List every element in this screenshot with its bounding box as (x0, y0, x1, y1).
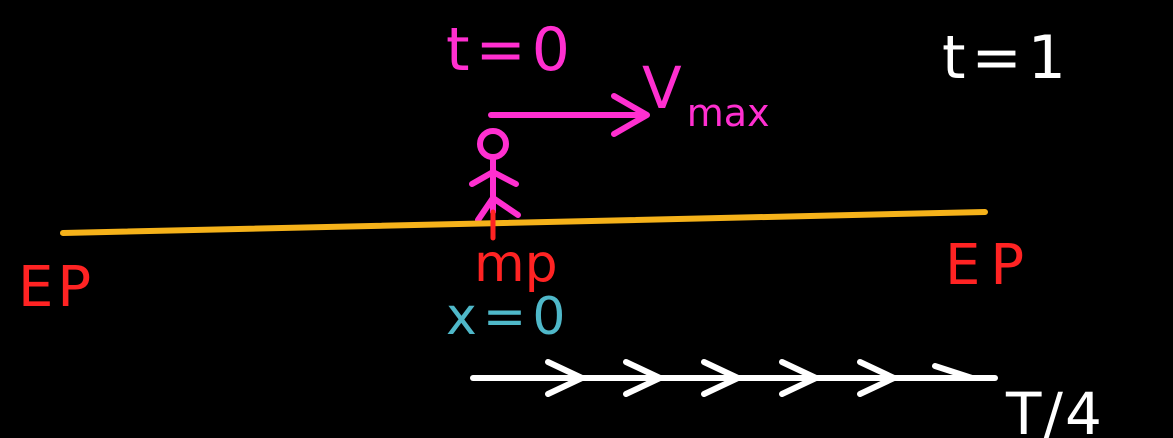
left-equilibrium-label: EP (18, 255, 95, 320)
time-end-label: t=1 (942, 23, 1072, 93)
right-equilibrium-label: EP (945, 233, 1034, 298)
time-progress-arrow (470, 359, 998, 397)
velocity-subscript: max (687, 91, 770, 135)
mean-position-label: mp (474, 234, 558, 294)
velocity-max-label: V max (642, 54, 770, 135)
velocity-symbol: V (642, 54, 682, 122)
arrow-right-icon (488, 93, 650, 137)
person-icon (469, 128, 521, 223)
time-interval-label: T/4 (1005, 380, 1104, 438)
oscillation-path-line (60, 209, 988, 236)
time-start-label: t=0 (446, 15, 576, 85)
displacement-label: x=0 (446, 287, 571, 347)
